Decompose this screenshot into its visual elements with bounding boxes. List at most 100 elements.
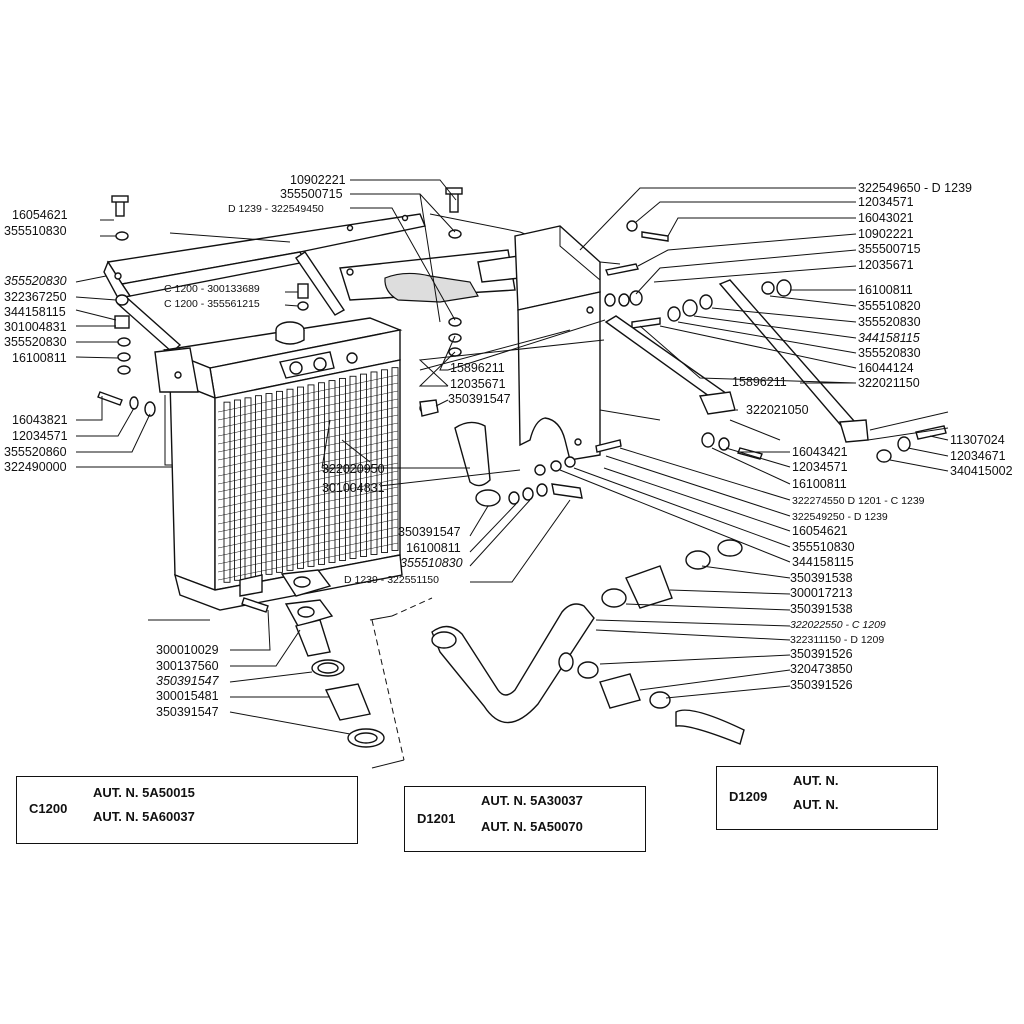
radiator-fin-line (217, 470, 399, 509)
label-11307024: 11307024 (950, 433, 1005, 447)
label-16043021: 16043021 (858, 211, 914, 225)
label-350391526-b: 350391526 (790, 678, 853, 692)
radiator-core-fins (217, 367, 399, 583)
model-d1201: D1201 (417, 811, 456, 826)
label-16100811-r1: 16100811 (858, 283, 913, 297)
radiator-fin (255, 395, 262, 577)
label-12034571-r2: 12034571 (792, 460, 848, 474)
radiator-fin-line (217, 534, 399, 573)
label-355520830-r1: 355520830 (858, 315, 921, 329)
label-355510820: 355510820 (858, 299, 921, 313)
label-300017213: 300017213 (790, 586, 853, 600)
radiator-fin (318, 382, 325, 565)
top-mounting-frame (103, 213, 541, 353)
hoses-and-clamps (280, 399, 745, 769)
label-12035671-right: 12035671 (858, 258, 914, 272)
model-box-c1200: C1200 AUT. N. 5A50015 AUT. N. 5A60037 (16, 776, 358, 844)
label-300010029: 300010029 (156, 643, 219, 657)
label-355510830-right: 355510830 (792, 540, 855, 554)
label-12034571-r1: 12034571 (858, 195, 914, 209)
label-c1200-300133689: C 1200 - 300133689 (164, 283, 260, 295)
radiator-fin-line (217, 542, 399, 581)
label-d1239-322549450: D 1239 - 322549450 (228, 203, 324, 215)
model-c1200: C1200 (29, 801, 68, 816)
label-300137560: 300137560 (156, 659, 219, 673)
label-d1239-322551150: D 1239 - 322551150 (344, 574, 439, 586)
aut-d1201-2: AUT. N. 5A50070 (481, 819, 583, 834)
label-12034671: 12034671 (950, 449, 1006, 463)
label-16043821: 16043821 (12, 413, 68, 427)
radiator-fin-line (217, 502, 399, 541)
radiator-fin (370, 371, 378, 555)
label-344158115-r2: 344158115 (792, 555, 854, 569)
label-355510830-center: 355510830 (400, 556, 463, 570)
radiator-fin (244, 397, 252, 579)
label-355520860: 355520860 (4, 445, 67, 459)
radiator-fin-line (217, 510, 399, 549)
radiator-fin (349, 375, 357, 559)
radiator-fin (381, 369, 388, 553)
radiator-fin-line (217, 486, 399, 525)
radiator-fin (265, 393, 273, 575)
label-12034571-left: 12034571 (12, 429, 68, 443)
label-301004831-left: 301004831 (4, 320, 67, 334)
radiator-fin-line (217, 414, 399, 453)
radiator-fin (307, 384, 315, 567)
label-10902221-right: 10902221 (858, 227, 914, 241)
label-322367250: 322367250 (4, 290, 67, 304)
label-355500715-right: 355500715 (858, 242, 921, 256)
hardware-parts (97, 187, 947, 613)
model-d1209: D1209 (729, 789, 768, 804)
radiator-fin (234, 399, 241, 581)
label-322490000: 322490000 (4, 460, 67, 474)
radiator-fin-line (217, 398, 399, 437)
label-355520830-r2: 355520830 (858, 346, 921, 360)
label-322022550-c1209: 322022550 - C 1209 (790, 619, 886, 631)
radiator-fin (360, 373, 367, 557)
label-322021050: 322021050 (746, 403, 809, 417)
label-340415002: 340415002 (950, 464, 1013, 478)
label-16043421: 16043421 (792, 445, 848, 459)
label-16100811-center: 16100811 (406, 541, 461, 555)
radiator-fin-line (217, 478, 399, 517)
label-344158115-left: 344158115 (4, 305, 66, 319)
radiator-fin (297, 386, 304, 569)
label-322020950: 322020950 (322, 462, 385, 476)
label-c1200-355561215: C 1200 - 355561215 (164, 298, 260, 310)
aut-c1200-2: AUT. N. 5A60037 (93, 809, 195, 824)
label-350391538-b: 350391538 (790, 602, 853, 616)
part-number-labels: 16054621 355510830 355520830 322367250 3… (4, 173, 1013, 719)
label-355520830-left: 355520830 (4, 274, 67, 288)
radiator-fin (276, 390, 283, 573)
label-16054621-left: 16054621 (12, 208, 68, 222)
label-12035671-center: 12035671 (450, 377, 506, 391)
radiator-fin (223, 401, 231, 583)
radiator-fin-line (217, 518, 399, 557)
label-350391547-a: 350391547 (448, 392, 511, 406)
radiator-fin-line (217, 526, 399, 565)
radiator-fin-line (217, 454, 399, 493)
radiator-fin-line (217, 430, 399, 469)
model-box-d1201: D1201 AUT. N. 5A30037 AUT. N. 5A50070 (404, 786, 646, 852)
label-16044124: 16044124 (858, 361, 914, 375)
label-322311150-d1209: 322311150 - D 1209 (790, 634, 884, 646)
aut-d1209-2: AUT. N. (793, 797, 839, 812)
radiator-fin (328, 380, 336, 563)
label-301004831-center: 301004831 (322, 481, 385, 495)
label-350391547-b: 350391547 (398, 525, 461, 539)
label-322274550-d1201-c1239: 322274550 D 1201 - C 1239 (792, 495, 925, 507)
label-355500715-top: 355500715 (280, 187, 343, 201)
leader-lines (75, 179, 949, 735)
aut-d1201-1: AUT. N. 5A30037 (481, 793, 583, 808)
radiator-fin-line (217, 406, 399, 445)
label-15896211-center: 15896211 (450, 361, 505, 375)
model-box-d1209: D1209 AUT. N. AUT. N. (716, 766, 938, 830)
label-322549250-d1239: 322549250 - D 1239 (792, 511, 888, 523)
label-350391538-a: 350391538 (790, 571, 853, 585)
label-300015481: 300015481 (156, 689, 219, 703)
label-350391547-c: 350391547 (156, 674, 220, 688)
aut-d1209-1: AUT. N. (793, 773, 839, 788)
radiator-fin-line (217, 446, 399, 485)
